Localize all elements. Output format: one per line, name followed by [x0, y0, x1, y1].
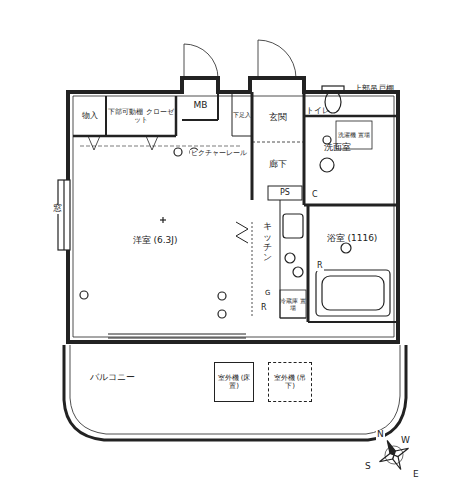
room-label-box: 物入: [74, 98, 105, 134]
door-swing: [258, 40, 296, 78]
room-name: 洗面室: [324, 142, 351, 152]
room-name: 室外機 (吊下): [269, 374, 311, 390]
plan-symbol-label: G: [264, 290, 271, 298]
outer-wall: [68, 78, 398, 342]
room-name: 洋室 (6.3J): [133, 235, 178, 245]
room-name: 冷蔵庫 置場: [280, 297, 306, 311]
room-label-box: 洋室 (6.3J): [76, 150, 234, 330]
room-label-box: PS: [268, 186, 302, 200]
room-name: PS: [280, 188, 290, 197]
compass-letter: E: [412, 470, 420, 480]
room-name: バルコニー: [90, 372, 135, 382]
compass: [373, 434, 416, 477]
inner-wall-line: [73, 96, 394, 337]
room-name: 玄関: [269, 112, 287, 122]
window-glass: [63, 180, 64, 250]
room-label-box: 洗濯機 置場: [338, 122, 370, 148]
room-label-box: 洗面室 洗濯機 置場: [306, 118, 394, 204]
room-label-box: 室外機 (吊下): [268, 362, 312, 402]
room-label-box: バルコニー 室外機 (床置) 室外機 (吊下): [72, 346, 398, 432]
room-label-box: MB: [184, 92, 217, 119]
compass-letter: W: [400, 436, 411, 446]
room-name: 洗濯機 置場: [338, 131, 370, 138]
room-label-box: 上部吊戸棚トイレ: [306, 84, 394, 115]
room-name: キッチン: [263, 221, 272, 262]
room-name: 下足入: [233, 111, 251, 118]
room-name: トイレ: [306, 106, 330, 115]
room-name: 廊下: [269, 159, 287, 169]
room-name: MB: [194, 100, 208, 110]
room-name: 物入: [82, 111, 98, 120]
plan-symbol-label: R: [260, 304, 268, 313]
folding-door: [236, 222, 248, 243]
plan-symbol-label: ピクチャーレール: [190, 150, 248, 158]
balcony-rail: [64, 345, 406, 440]
room-name: 下部可動棚 クローゼット: [108, 108, 174, 125]
plan-symbol-label: 窓: [52, 204, 63, 214]
room-label-box: 浴室 (1116): [310, 207, 394, 269]
room-name: 上部吊戸棚: [354, 84, 394, 93]
room-label-box: 下部可動棚 クローゼット: [108, 98, 174, 134]
room-name: 浴室 (1116): [327, 233, 378, 243]
room-label-box: 玄関: [254, 93, 302, 141]
compass-letter: N: [376, 430, 385, 440]
room-name: 室外機 (床置): [215, 374, 253, 390]
room-label-box: 下足入: [233, 96, 251, 134]
plan-symbol-label: C: [311, 191, 319, 200]
room-label-box: 冷蔵庫 置場: [280, 290, 306, 318]
room-label-box: 室外機 (床置): [214, 362, 254, 402]
room-label-box: キッチン: [256, 210, 278, 274]
window: [58, 180, 70, 250]
compass-letter: S: [364, 462, 372, 472]
door-swing: [184, 44, 218, 78]
plan-symbol-label: R: [316, 262, 324, 271]
room-label-box: 廊下: [254, 144, 302, 184]
